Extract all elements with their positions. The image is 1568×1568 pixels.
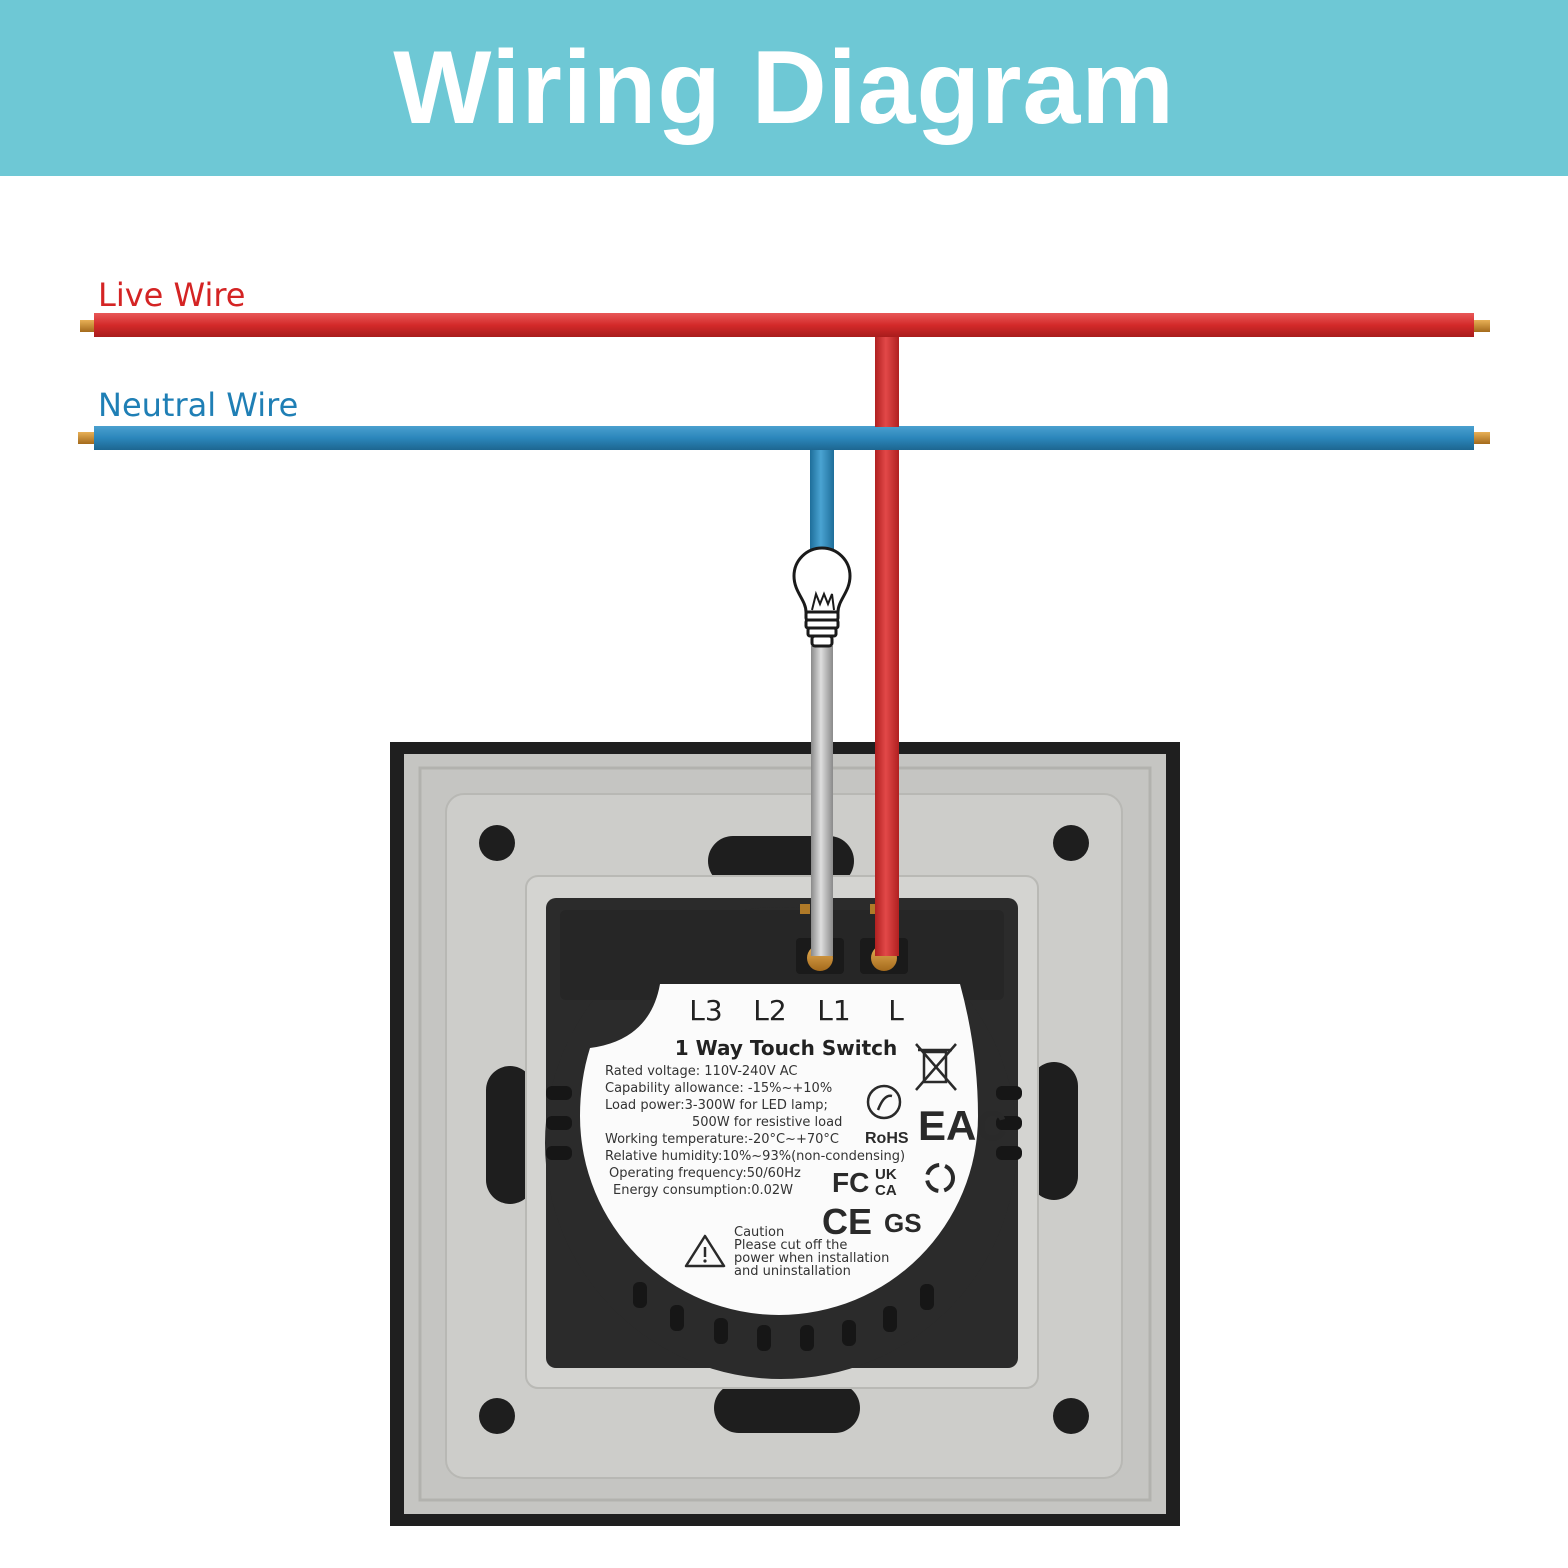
terminal-l: L [888, 994, 904, 1027]
neutral-drop-wire [810, 450, 834, 554]
spec-line: Energy consumption:0.02W [613, 1183, 793, 1198]
page-title: Wiring Diagram [393, 29, 1175, 146]
warning-triangle-icon [684, 1234, 726, 1268]
spec-line: 500W for resistive load [692, 1115, 842, 1130]
switch-title: 1 Way Touch Switch [675, 1036, 898, 1060]
spec-line: Working temperature:-20°C~+70°C [605, 1132, 839, 1147]
terminal-l2: L2 [753, 994, 786, 1027]
spec-line: Operating frequency:50/60Hz [609, 1166, 801, 1181]
ukca-mark-top: UK [875, 1166, 897, 1183]
caution-line: power when installation [734, 1251, 889, 1266]
neutral-wire [78, 426, 1490, 450]
caution-heading: Caution [734, 1225, 784, 1240]
live-wire-label: Live Wire [98, 276, 246, 314]
recycle-icon [925, 1163, 955, 1193]
rohs-leaf-icon [866, 1084, 902, 1120]
terminal-l1: L1 [817, 994, 850, 1027]
live-drop-wire [875, 337, 899, 427]
caution-line: Please cut off the [734, 1238, 847, 1253]
spec-line: Rated voltage: 110V-240V AC [605, 1064, 798, 1079]
fc-mark: FC [832, 1167, 869, 1198]
rohs-mark: RoHS [865, 1130, 909, 1147]
spec-line: Load power:3-300W for LED lamp; [605, 1098, 828, 1113]
caution-line: and uninstallation [734, 1264, 851, 1279]
eac-mark: EAC [918, 1102, 1007, 1149]
spec-line: Capability allowance: -15%~+10% [605, 1081, 832, 1096]
ce-mark: CE [822, 1201, 872, 1242]
gs-mark: GS [884, 1208, 922, 1238]
live-wire [80, 313, 1490, 337]
header-banner: Wiring Diagram [0, 0, 1568, 176]
neutral-wire-label: Neutral Wire [98, 386, 299, 424]
weee-bin-icon [915, 1043, 957, 1091]
light-bulb-icon [792, 546, 852, 648]
live-to-terminal-wire [875, 450, 899, 956]
spec-line: Relative humidity:10%~93%(non-condensing… [605, 1149, 905, 1164]
lamp-to-l1-wire [811, 646, 833, 956]
switch-module [545, 898, 1022, 1379]
terminal-l3: L3 [689, 994, 722, 1027]
switch-label-sticker [580, 984, 978, 1315]
ukca-mark-bottom: CA [875, 1182, 897, 1199]
